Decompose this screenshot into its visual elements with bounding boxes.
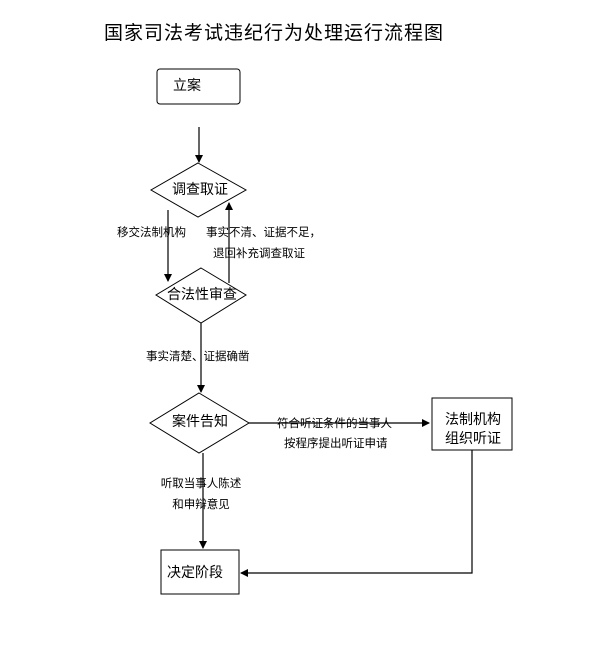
- decision-box: [160, 549, 240, 595]
- filing-box: [156, 68, 241, 105]
- investigation-diamond: [149, 162, 248, 218]
- legality-review-label: 合法性审查: [167, 287, 237, 303]
- investigation-label: 调查取证: [172, 182, 228, 198]
- hearing-label-line2: 组织听证: [445, 431, 501, 447]
- decision-label: 决定阶段: [167, 565, 223, 581]
- hearing-request-label-line1: 符合听证条件的当事人: [277, 416, 392, 430]
- return-label-line2: 退回补充调查取证: [213, 246, 305, 260]
- hearing-label-line1: 法制机构: [445, 412, 501, 428]
- case-notification-label: 案件告知: [172, 414, 228, 430]
- return-label-line1: 事实不清、证据不足，: [206, 225, 321, 239]
- filing-label: 立案: [173, 78, 201, 94]
- transfer-label: 移交法制机构: [117, 225, 186, 239]
- case-notification-diamond: [149, 392, 250, 454]
- page-title: 国家司法考试违纪行为处理运行流程图: [104, 22, 445, 44]
- hearing-box: [431, 397, 513, 451]
- hearing-request-label-line2: 按程序提出听证申请: [284, 436, 388, 450]
- facts-clear-label: 事实清楚、证据确凿: [146, 349, 250, 363]
- statement-label-line1: 听取当事人陈述: [160, 476, 242, 490]
- arrow-hearing-to-decision: [240, 450, 473, 577]
- statement-label-line2: 和申辩意见: [172, 497, 230, 511]
